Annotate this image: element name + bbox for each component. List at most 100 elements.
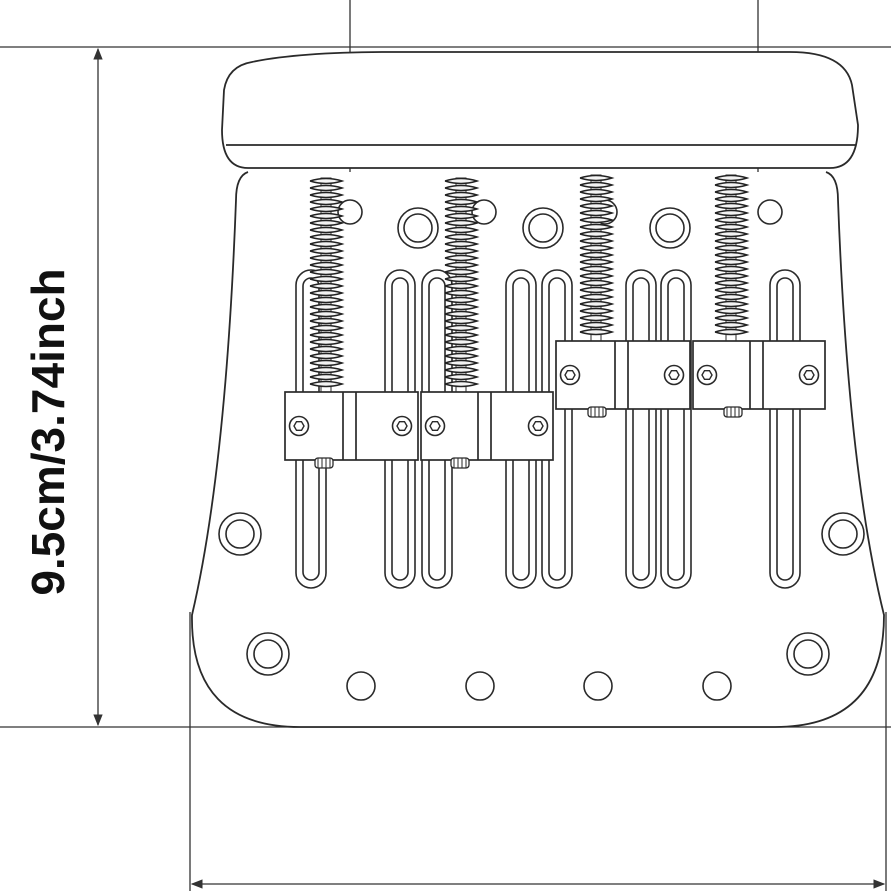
spring-coil: [579, 230, 615, 238]
spring-coil: [309, 310, 345, 318]
spring-coil: [444, 303, 480, 311]
spring-coil: [309, 324, 345, 332]
small-hole: [757, 199, 783, 225]
saddle-screw: [391, 415, 413, 437]
spring-coil: [309, 282, 345, 290]
spring-coil: [714, 286, 750, 294]
saddle-screw: [559, 364, 581, 386]
spring-coil: [444, 380, 480, 388]
saddle-1: [284, 391, 419, 469]
spring-coil: [714, 209, 750, 217]
spring-coil: [309, 261, 345, 269]
spring-coil: [309, 373, 345, 381]
spring-coil: [579, 286, 615, 294]
spring-coil: [579, 272, 615, 280]
spring-coil: [444, 177, 480, 185]
spring-coil: [444, 247, 480, 255]
spring-coil: [309, 198, 345, 206]
spring-coil: [579, 279, 615, 287]
spring-coil: [309, 317, 345, 325]
spring-coil: [579, 328, 615, 336]
spring-coil: [444, 289, 480, 297]
spring-coil: [444, 268, 480, 276]
spring-coil: [714, 258, 750, 266]
spring-coil: [714, 230, 750, 238]
saddles: [284, 340, 826, 469]
spring-coil: [714, 328, 750, 336]
spring-coil: [444, 324, 480, 332]
spring-coil: [579, 258, 615, 266]
spring-coil: [714, 244, 750, 252]
height-dimension-label: 9.5cm/3.74inch: [22, 268, 74, 595]
saddle-3: [555, 340, 691, 418]
string-through-hole: [702, 671, 732, 701]
spring-coil: [714, 307, 750, 315]
spring-coil: [444, 191, 480, 199]
spring-coil: [579, 293, 615, 301]
spring-coil: [309, 240, 345, 248]
spring-coil: [714, 216, 750, 224]
spring-coil: [444, 366, 480, 374]
saddle-screw: [696, 364, 718, 386]
spring-coil: [309, 205, 345, 213]
spring-coil: [714, 272, 750, 280]
spring-coil: [714, 223, 750, 231]
saddle-screw: [663, 364, 685, 386]
spring-coil: [309, 289, 345, 297]
saddle-screw: [527, 415, 549, 437]
spring-coil: [714, 300, 750, 308]
spring-coil: [714, 181, 750, 189]
spring-coil: [714, 251, 750, 259]
spring-coil: [444, 338, 480, 346]
string-through-hole: [346, 671, 376, 701]
spring-coil: [714, 265, 750, 273]
spring-coil: [579, 174, 615, 182]
spring-coil: [309, 233, 345, 241]
saddle-screw: [288, 415, 310, 437]
spring-coil: [444, 184, 480, 192]
slot-inner: [632, 277, 650, 581]
spring-coil: [579, 237, 615, 245]
spring-coil: [444, 261, 480, 269]
spring-coil: [579, 195, 615, 203]
spring-coil: [444, 310, 480, 318]
mounting-hole-inner: [403, 213, 433, 243]
spring-coil: [309, 219, 345, 227]
height-screw: [723, 406, 743, 418]
spring-coil: [309, 254, 345, 262]
spring-coil: [579, 321, 615, 329]
spring-coil: [444, 317, 480, 325]
spring-coil: [309, 345, 345, 353]
spring-coil: [579, 265, 615, 273]
spring-coil: [579, 223, 615, 231]
string-through-hole: [583, 671, 613, 701]
spring-coil: [309, 247, 345, 255]
slot-inner: [776, 277, 794, 581]
spring-coil: [714, 321, 750, 329]
spring-coil: [579, 202, 615, 210]
spring-coil: [579, 209, 615, 217]
spring-coil: [309, 352, 345, 360]
spring-coil: [444, 296, 480, 304]
spring-coil: [309, 191, 345, 199]
spring-coil: [579, 314, 615, 322]
small-hole: [337, 199, 363, 225]
spring-coil: [579, 216, 615, 224]
spring-coil: [309, 366, 345, 374]
height-screw: [587, 406, 607, 418]
spring-coil: [444, 359, 480, 367]
spring-coil: [444, 198, 480, 206]
spring-coil: [444, 226, 480, 234]
small-hole: [471, 199, 497, 225]
spring-coil: [444, 233, 480, 241]
corner-mounting-hole-inner: [253, 639, 283, 669]
side-mounting-hole-inner: [225, 519, 255, 549]
spring-2: [444, 177, 480, 393]
spring-coil: [714, 279, 750, 287]
spring-coil: [714, 293, 750, 301]
spring-coil: [444, 345, 480, 353]
spring-coil: [309, 359, 345, 367]
top-holes: [337, 199, 783, 249]
spring-coil: [309, 268, 345, 276]
